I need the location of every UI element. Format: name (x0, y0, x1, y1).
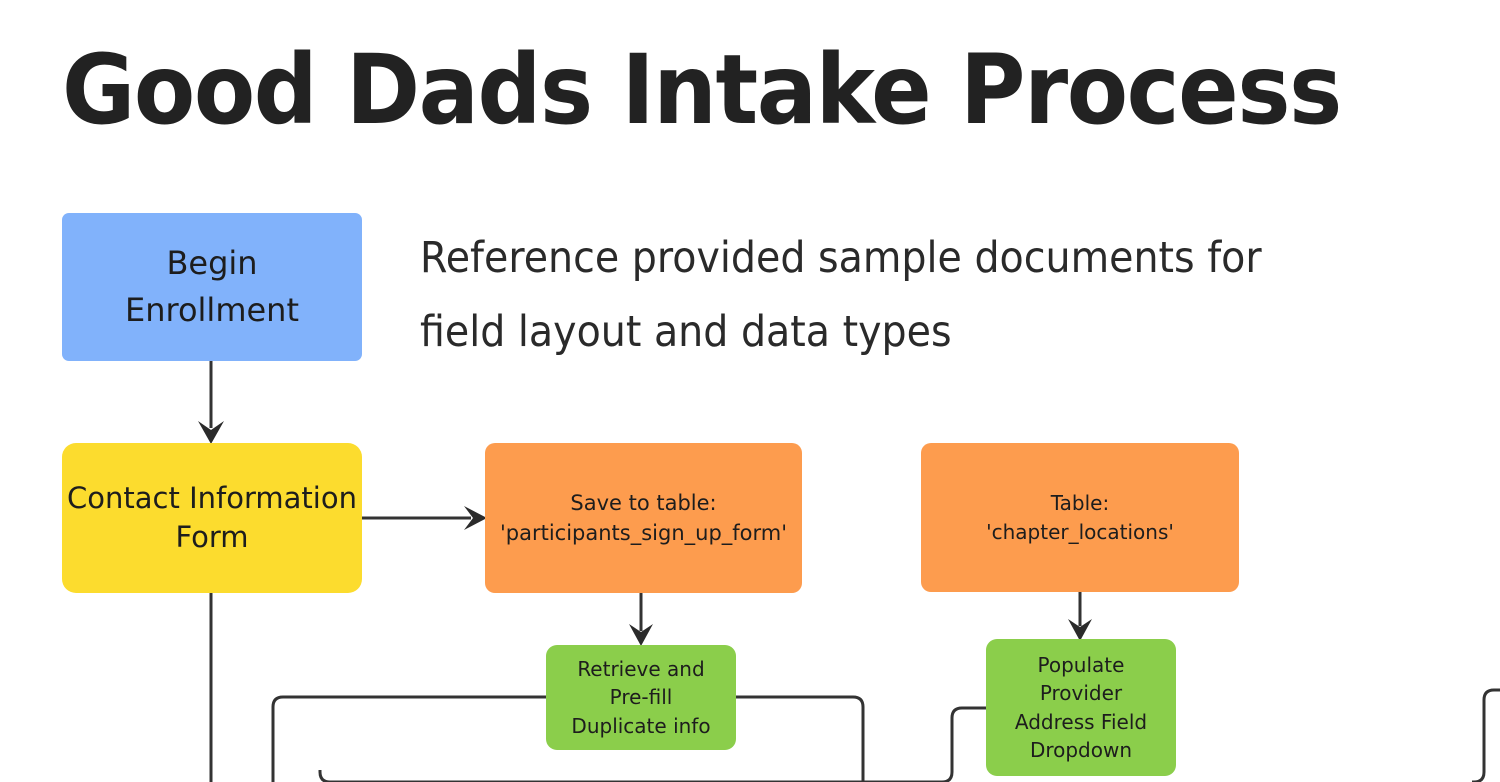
reference-note: Reference provided sample documents for … (420, 233, 1262, 357)
node-contact-information-form[interactable]: Contact Information Form (62, 443, 362, 593)
edge-save-to-retrieve (629, 593, 653, 646)
node-populate-provider-dropdown[interactable]: Populate Provider Address Field Dropdown (986, 639, 1176, 776)
page-title: Good Dads Intake Process (62, 34, 1342, 146)
edge-contact-to-save (362, 506, 487, 530)
edge-begin-to-contact (198, 361, 224, 444)
edge-right-outer-route (1472, 688, 1500, 782)
edge-retrieve-left-route (271, 695, 546, 782)
edge-chapter-to-populate (1068, 592, 1092, 641)
node-save-participants-table[interactable]: Save to table: 'participants_sign_up_for… (485, 443, 802, 593)
edge-retrieve-right-route (736, 695, 865, 782)
node-chapter-locations-table[interactable]: Table: 'chapter_locations' (921, 443, 1239, 592)
node-begin-enrollment[interactable]: Begin Enrollment (62, 213, 362, 361)
node-retrieve-prefill-duplicate[interactable]: Retrieve and Pre-fill Duplicate info (546, 645, 736, 750)
